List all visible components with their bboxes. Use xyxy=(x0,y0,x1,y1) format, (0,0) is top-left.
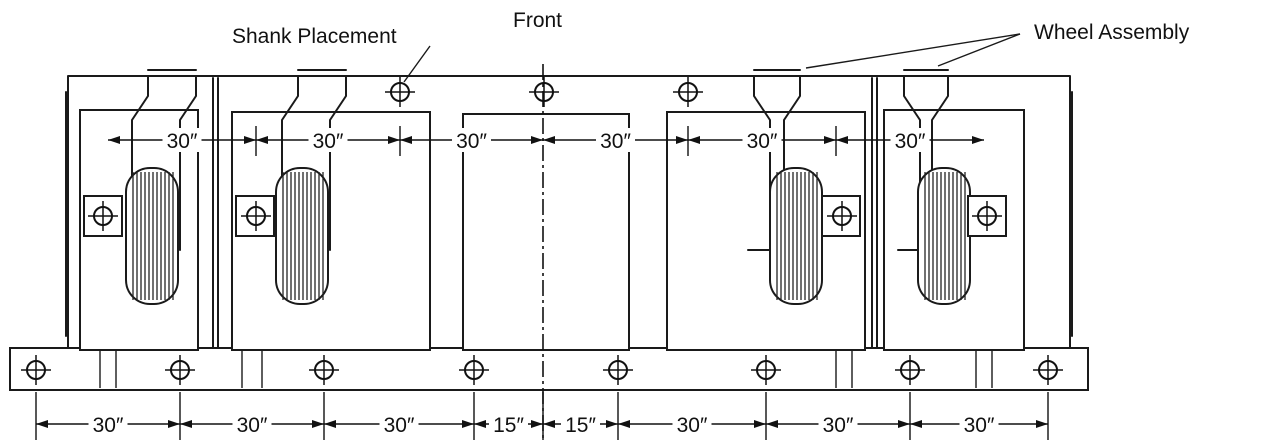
wheel-assembly-left-2 xyxy=(235,69,347,305)
dimension-label: 30″ xyxy=(747,130,778,153)
dimension-label: 30″ xyxy=(677,414,708,437)
upper-dimension: 30″ xyxy=(836,128,984,153)
shank-mount-icon xyxy=(529,77,559,107)
dimension-label: 15″ xyxy=(565,414,596,437)
bottom-dimension: 30″ xyxy=(180,412,324,437)
shank-mount-icon xyxy=(751,355,781,385)
upper-dimension: 30″ xyxy=(108,128,256,153)
bottom-dimension: 30″ xyxy=(324,412,474,437)
bottom-dimension: 30″ xyxy=(910,412,1048,437)
leader-lines xyxy=(403,33,1021,83)
shank-mount-icon xyxy=(165,355,195,385)
wheel-tread xyxy=(132,172,174,300)
dimension-label: 30″ xyxy=(456,130,487,153)
shank-mount-icon xyxy=(1033,355,1063,385)
bottom-dimension: 30″ xyxy=(36,412,180,437)
section-plate-center xyxy=(462,113,630,351)
upper-dimension: 30″ xyxy=(400,128,543,153)
dimension-label: 30″ xyxy=(895,130,926,153)
shank-mount-icon xyxy=(673,77,703,107)
shank-mount-icon xyxy=(895,355,925,385)
dimension-label: 30″ xyxy=(600,130,631,153)
dimension-label: 30″ xyxy=(964,414,995,437)
dimension-label: 30″ xyxy=(384,414,415,437)
wheel-assembly-label: Wheel Assembly xyxy=(1034,21,1190,44)
shank-mount-icon xyxy=(385,77,415,107)
shank-mount-icon xyxy=(827,201,857,231)
wheel-tread xyxy=(282,172,324,300)
upper-dimension: 30″ xyxy=(688,128,836,153)
bottom-dimension: 30″ xyxy=(618,412,766,437)
dimension-label: 30″ xyxy=(237,414,268,437)
wheel-assembly-right-1 xyxy=(747,69,861,305)
upper-dimension: 30″ xyxy=(543,128,688,153)
wheel-tread xyxy=(776,172,818,300)
shank-mount-icon xyxy=(241,201,271,231)
shank-mount-icon xyxy=(459,355,489,385)
dimension-label: 30″ xyxy=(313,130,344,153)
shank-mount-icon xyxy=(88,201,118,231)
dimension-label: 30″ xyxy=(823,414,854,437)
shank-mount-icon xyxy=(309,355,339,385)
shank-placement-label: Shank Placement xyxy=(232,25,397,48)
shank-mount-icon xyxy=(21,355,51,385)
upper-dimension: 30″ xyxy=(256,128,400,153)
dimension-label: 30″ xyxy=(167,130,198,153)
bottom-dimension: 30″ xyxy=(766,412,910,437)
shank-mount-icon xyxy=(603,355,633,385)
front-label: Front xyxy=(513,9,562,32)
bottom-dimension: 15″ xyxy=(474,412,543,437)
wheel-tread xyxy=(924,172,966,300)
dimension-label: 15″ xyxy=(493,414,524,437)
bottom-dimension: 15″ xyxy=(543,412,618,437)
dimension-label: 30″ xyxy=(93,414,124,437)
shank-mount-icon xyxy=(972,201,1002,231)
